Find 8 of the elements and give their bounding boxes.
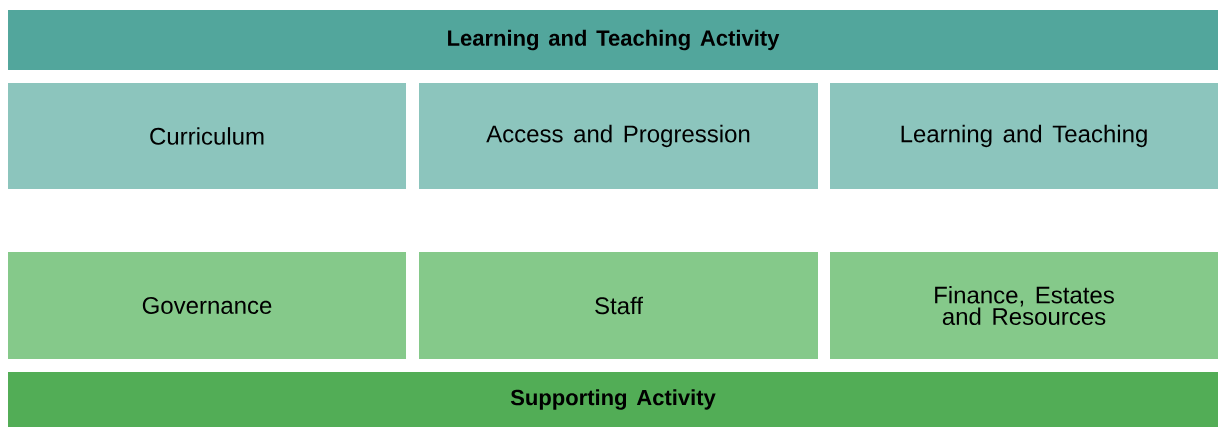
topic-box: Learning and Teaching — [830, 83, 1218, 189]
heading-band: Supporting Activity — [8, 372, 1218, 427]
topic-box: Curriculum — [8, 83, 406, 189]
topic-box: Access and Progression — [419, 83, 818, 189]
topic-box: Finance, Estates and Resources — [830, 252, 1218, 359]
topic-box: Staff — [419, 252, 818, 359]
heading-band: Learning and Teaching Activity — [8, 10, 1218, 70]
topic-box: Governance — [8, 252, 406, 359]
